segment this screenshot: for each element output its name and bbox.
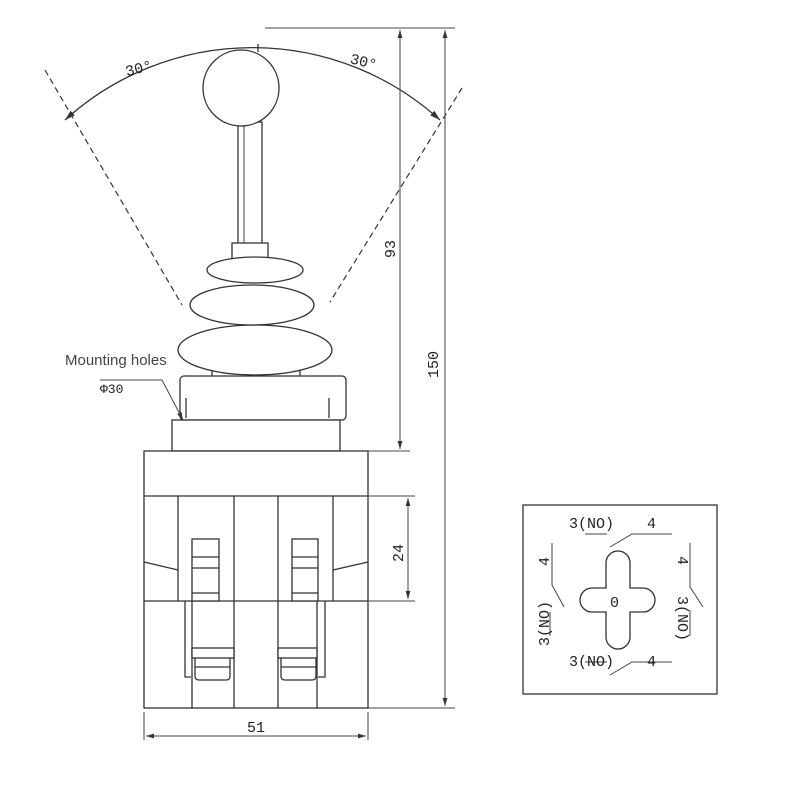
joystick-handle: [202, 49, 280, 264]
dim-24-label: 24: [391, 544, 408, 562]
dim-150-label: 150: [426, 351, 443, 378]
dim-51-label: 51: [247, 720, 265, 737]
switch-top-no: 3(NO): [569, 516, 614, 533]
mounting-nut: [171, 375, 347, 452]
switch-right-nc: 4: [673, 556, 690, 565]
switch-right-no: 3(NO): [673, 596, 690, 641]
mounting-holes-label: Mounting holes: [65, 352, 167, 369]
switch-position-diagram: [522, 504, 718, 695]
switch-center-label: 0: [610, 595, 619, 612]
switch-bottom-nc: 4: [647, 654, 656, 671]
mounting-hole-diameter: Φ30: [100, 382, 123, 397]
dimension-lines: [143, 27, 455, 740]
gate-cross-shape: [579, 550, 656, 650]
dim-93-label: 93: [383, 240, 400, 258]
switch-body: [143, 450, 369, 709]
switch-top-nc: 4: [647, 516, 656, 533]
switch-left-nc: 4: [537, 557, 554, 566]
angle-right-label: 30°: [348, 51, 378, 74]
angle-left-label: 30°: [124, 58, 154, 81]
switch-left-no: 3(NO): [537, 601, 554, 646]
swing-angle-arc: [44, 44, 463, 306]
leader-line: [100, 379, 184, 421]
switch-bottom-no: 3(NO): [569, 654, 614, 671]
rubber-boot: [177, 256, 333, 379]
